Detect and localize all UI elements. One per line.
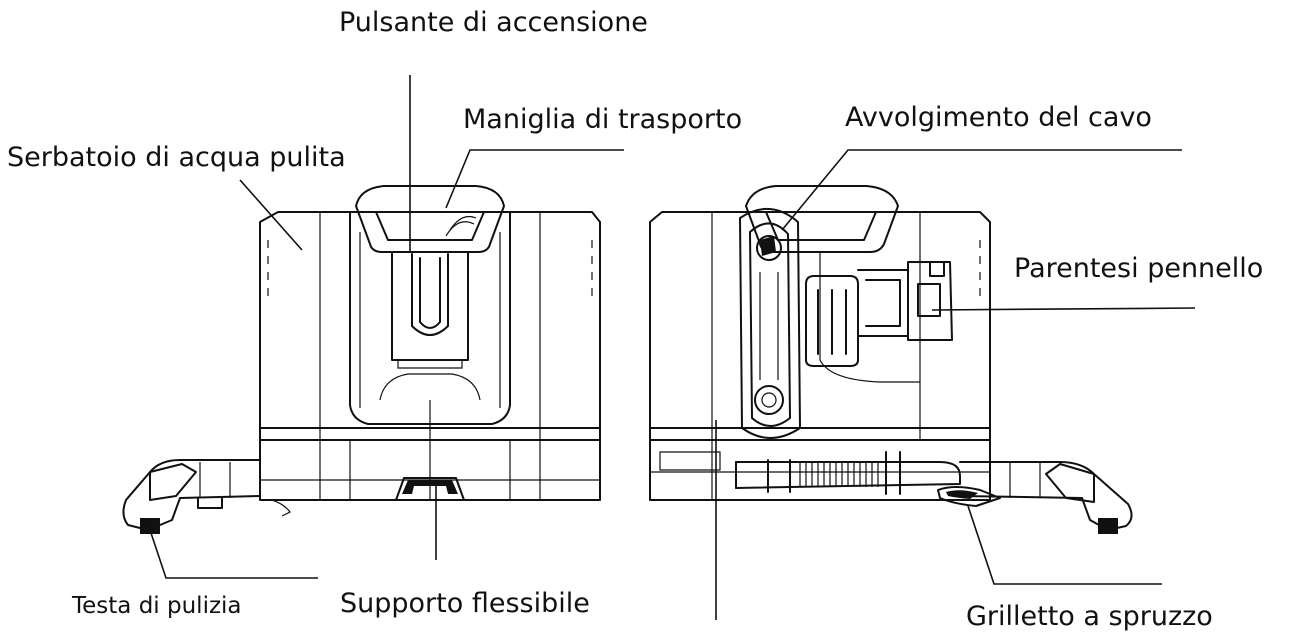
label-carry-handle: Maniglia di trasporto: [463, 104, 743, 135]
front-view-unit: [122, 185, 601, 534]
rear-view-unit: [649, 185, 1133, 534]
label-flexible-support: Supporto flessibile: [340, 588, 590, 619]
label-cable-winding: Avvolgimento del cavo: [845, 102, 1152, 133]
leader-lines: [149, 75, 1196, 620]
label-spray-trigger: Grilletto a spruzzo: [966, 601, 1213, 632]
label-brush-bracket: Parentesi pennello: [1014, 253, 1264, 284]
label-power-button: Pulsante di accensione: [339, 7, 648, 38]
label-clean-water-tank: Serbatoio di acqua pulita: [7, 142, 346, 173]
label-cleaning-head: Testa di pulizia: [72, 593, 242, 619]
